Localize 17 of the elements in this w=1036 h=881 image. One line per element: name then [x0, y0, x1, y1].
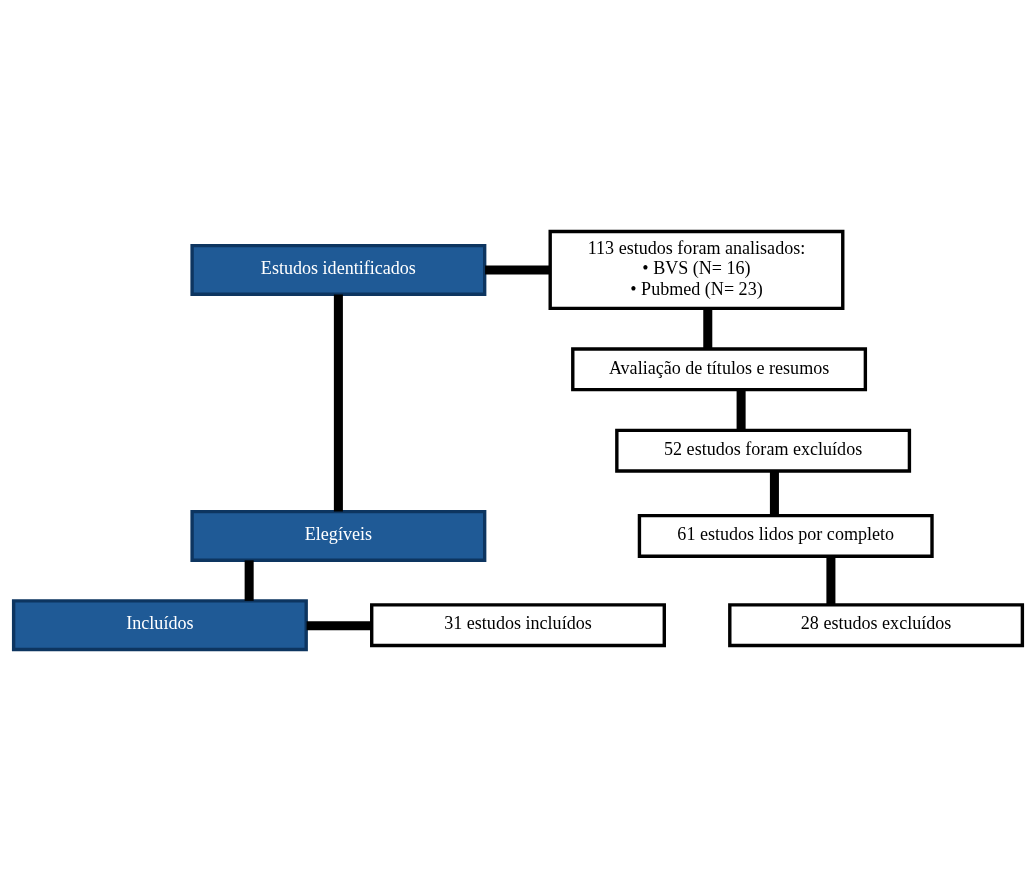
- node-box: 113 estudos foram analisados: • BVS (N= 16) • Pubmed (N= 23): [548, 229, 845, 311]
- connector: [703, 308, 713, 349]
- node-box: Elegíveis: [190, 509, 487, 562]
- node-box: 28 estudos excluídos: [728, 603, 1025, 648]
- node-box: 31 estudos incluídos: [370, 603, 666, 648]
- node-box: Avaliação de títulos e resumos: [571, 347, 868, 392]
- node-box: Estudos identificados: [190, 243, 487, 296]
- connector: [485, 265, 551, 275]
- connector: [769, 471, 779, 516]
- connector: [306, 621, 372, 631]
- connector: [244, 560, 254, 601]
- connector: [333, 294, 343, 512]
- node-box: 52 estudos foram excluídos: [615, 428, 912, 473]
- node-box: Incluídos: [11, 599, 308, 652]
- connector: [736, 389, 746, 430]
- node-box: 61 estudos lidos por completo: [637, 513, 934, 558]
- connector: [826, 556, 836, 605]
